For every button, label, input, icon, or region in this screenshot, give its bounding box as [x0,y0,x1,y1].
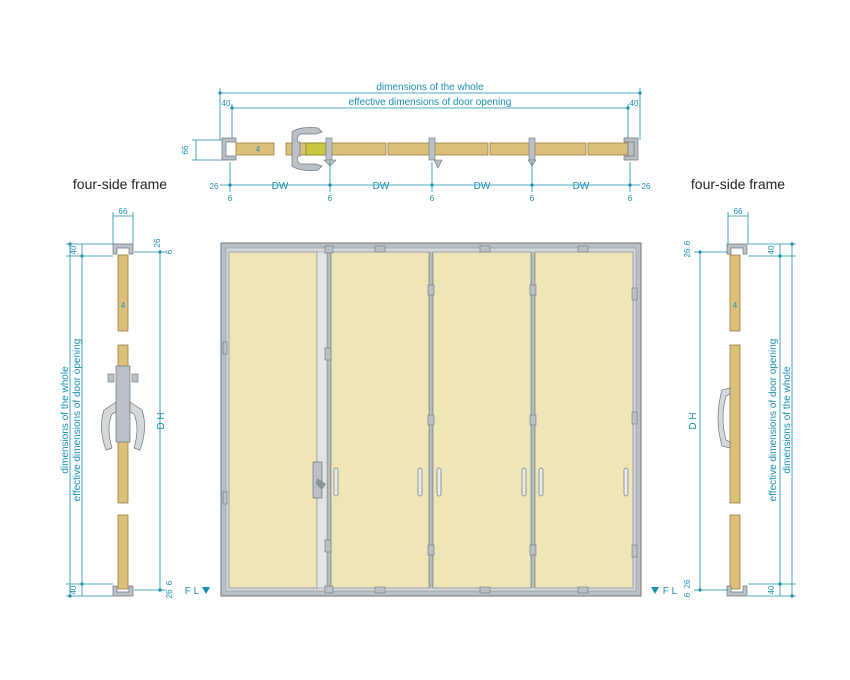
top-opening-label: effective dimensions of door opening [349,97,512,108]
top-inner-dim: 4 [256,145,261,154]
right-top-main: 40 [767,245,776,254]
door-panel-3 [432,251,532,589]
gap-5: 6 [628,194,633,203]
lever-handle-elevation-icon [312,461,326,499]
top-left-offset: 40 [222,99,231,108]
top-thickness-dim: 66 [181,145,190,154]
right-top-small-a: 6 [683,240,692,245]
right-height-label: D H [688,412,699,429]
top-overall-label: dimensions of the whole [376,82,484,93]
right-floor-label: F L [663,586,678,597]
right-mid-dim: 4 [733,301,738,310]
lever-handle-plan-icon [291,127,327,171]
left-width-dim: 66 [119,207,128,216]
gap-1: 6 [228,194,233,203]
right-bottom-main: 40 [767,585,776,594]
gap-3: 6 [430,194,435,203]
dw-label-4: DW [573,181,590,192]
left-mid-dim: 4 [121,301,126,310]
left-section-title: four-side frame [73,176,167,192]
right-floor-triangle-icon [651,587,659,594]
door-panel-4 [534,251,634,589]
left-lever-side-icon [101,365,145,451]
top-plan-view: dimensions of the whole effective dimens… [181,82,651,203]
right-overall-label: dimensions of the whole [782,366,793,474]
hinge-elevation-icons [222,245,638,594]
left-overall-label: dimensions of the whole [60,366,71,474]
gap-2: 6 [328,194,333,203]
left-opening-label: effective dimensions of door opening [72,339,83,502]
left-top-main: 40 [69,245,78,254]
right-section-title: four-side frame [691,176,785,192]
left-top-small-a: 26 [153,238,162,247]
left-bottom-small-a: 6 [165,580,174,585]
left-height-label: D H [156,412,167,429]
left-floor-triangle-icon [202,587,210,594]
left-top-small-b: 6 [165,249,174,254]
right-pull-handle-icon [717,387,731,449]
right-opening-label: effective dimensions of door opening [768,339,779,502]
right-top-small-b: 26 [683,248,692,257]
dw-label-1: DW [272,181,289,192]
top-right-offset: 40 [630,99,639,108]
dw-label-2: DW [373,181,390,192]
right-section: four-side frame 66 4 40 40 effective dim… [651,176,796,598]
right-bottom-small-b: 6 [683,592,692,597]
dw-label-3: DW [474,181,491,192]
left-floor-label: F L [185,586,200,597]
door-panel-2 [330,251,430,589]
top-left-edge: 26 [210,182,219,191]
left-bottom-small-b: 26 [165,589,174,598]
right-width-dim: 66 [734,207,743,216]
left-section: four-side frame 66 4 40 40 [60,176,210,598]
left-bottom-main: 40 [69,585,78,594]
front-elevation [220,242,642,597]
gap-4: 6 [530,194,535,203]
pull-handle-icons [333,467,629,497]
top-right-edge: 26 [642,182,651,191]
right-bottom-small-a: 26 [683,579,692,588]
door-panel-1 [228,251,318,589]
